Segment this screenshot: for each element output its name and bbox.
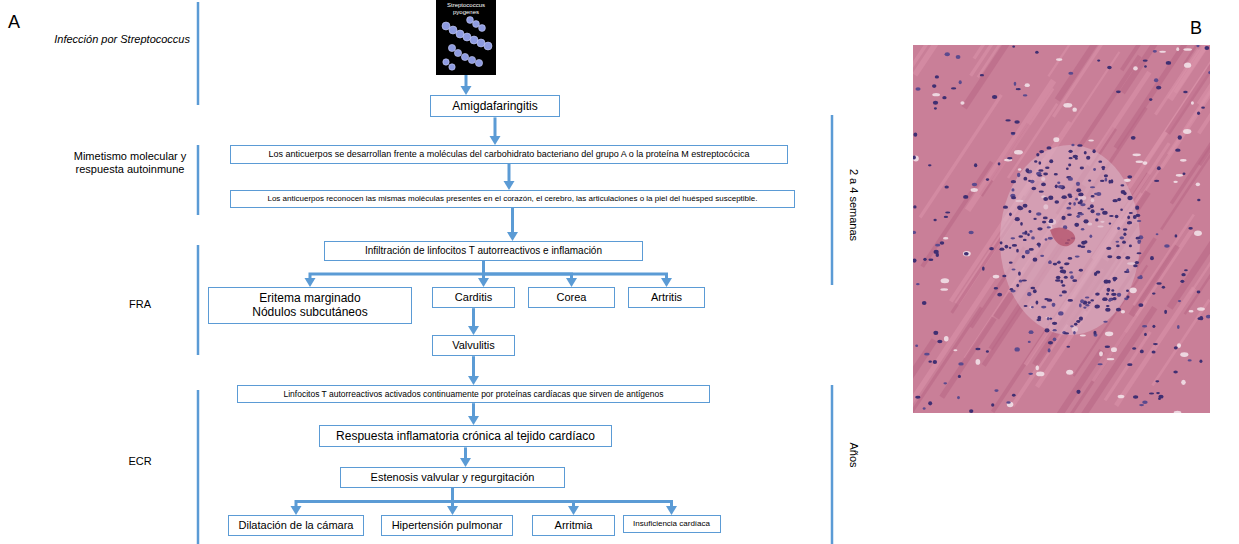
process-box: Amigdafaringitis [430,95,560,117]
flow-arrow [504,164,515,190]
process-box: Corea [528,287,615,308]
box-text: Artritis [651,291,682,304]
box-text: Estenosis valvular y regurgitación [371,471,535,484]
phase-label: ECR [110,455,170,468]
phase-label: FRA [110,298,170,311]
flow-arrow [461,75,472,95]
box-text: Linfocitos T autorreactivos activados co… [283,389,663,399]
box-text: Eritema marginado Nódulos subcutáneos [248,291,373,320]
process-box: Artritis [628,287,705,308]
flow-arrow [305,261,484,287]
box-text: Amigdafaringitis [452,99,537,113]
flow-arrow [490,117,501,145]
process-box: Insuficiencia cardíaca [623,515,721,533]
box-text: Corea [557,291,587,304]
box-text: Valvulitis [452,339,495,352]
flow-arrow [468,356,479,385]
process-box: Dilatación de la cámara [228,515,364,536]
box-text: Dilatación de la cámara [239,519,354,532]
phase-label: Mimetismo molecular y respuesta autoinmu… [68,150,192,176]
flow-arrow [484,261,673,287]
bacteria-illustration [436,0,496,75]
flow-arrow [468,308,479,335]
process-box: Valvulitis [432,335,515,356]
box-text: Los anticuerpos reconocen las mismas mol… [267,194,757,204]
process-box: Carditis [432,287,515,308]
box-text: Carditis [455,291,492,304]
process-box: Linfocitos T autorreactivos activados co… [237,385,710,403]
process-box: Los anticuerpos reconocen las mismas mol… [230,190,795,208]
image-caption: Streptococcus pyogenes [437,2,495,15]
phase-brackets [198,2,832,544]
process-box: Infiltración de linfocitos T autorreacti… [324,241,643,261]
time-label: Años [846,442,859,467]
process-box: Los anticuerpos se desarrollan frente a … [230,145,788,164]
box-text: Respuesta inflamatoria crónica al tejido… [336,429,595,443]
flow-arrow [291,488,453,515]
panel-letter: A [8,12,20,34]
process-box: Arritmia [532,515,615,536]
process-box: Estenosis valvular y regurgitación [340,467,565,488]
process-box: Hipertensión pulmonar [381,515,513,536]
flow-arrow [468,403,479,425]
box-text: Los anticuerpos se desarrollan frente a … [269,149,750,160]
flow-arrow [507,208,518,241]
box-text: Infiltración de linfocitos T autorreacti… [365,245,602,257]
box-text: Hipertensión pulmonar [392,519,503,532]
flow-arrow [460,447,471,467]
histology-micrograph [913,45,1210,413]
process-box: Respuesta inflamatoria crónica al tejido… [319,425,612,447]
process-box: Eritema marginado Nódulos subcutáneos [208,287,412,324]
time-label: 2 a 4 semanas [846,169,859,241]
pathogen-image: Streptococcus pyogenes [436,0,496,75]
flow-arrow [453,488,678,515]
panel-letter: B [1190,18,1202,40]
box-text: Insuficiencia cardíaca [633,519,710,529]
box-text: Arritmia [555,519,593,532]
phase-label: Infección por Streptococcus [54,33,190,46]
